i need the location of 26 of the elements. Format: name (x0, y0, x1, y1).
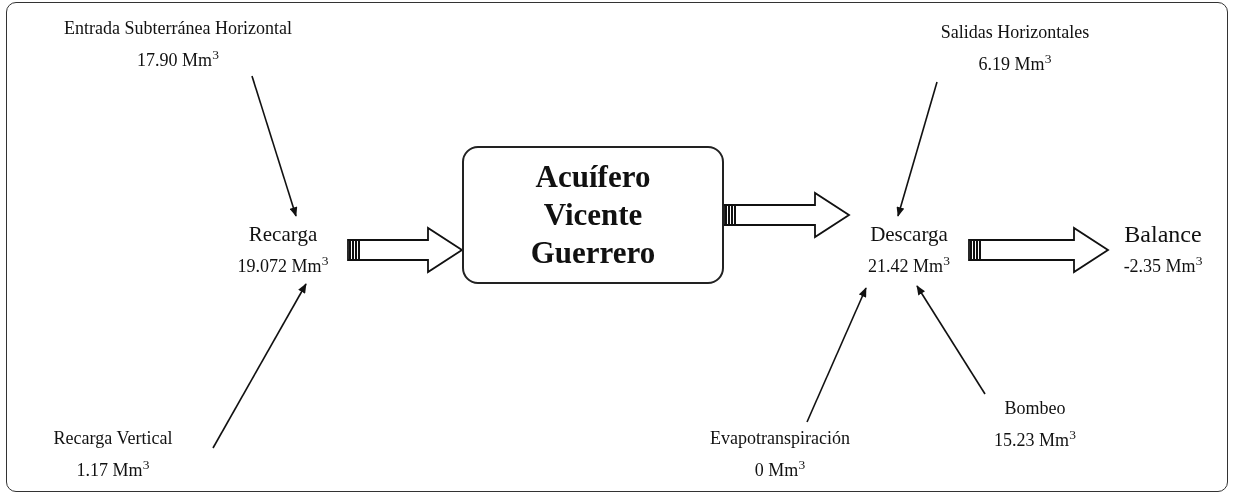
flow-label: Bombeo (1004, 397, 1066, 420)
flow-label: Salidas Horizontales (940, 21, 1090, 44)
flow-value: 17.90 Mm$^{3}$ (137, 46, 219, 72)
flow-label: Recarga (248, 221, 318, 248)
flow-value: -2.35 Mm$^{3}$ (1123, 252, 1203, 278)
flow-value: 19.072 Mm$^{3}$ (237, 252, 329, 278)
box-title: Acuífero Vicente Guerrero (529, 158, 657, 272)
arrow (212, 283, 307, 449)
arrow (251, 75, 298, 217)
flow-value: 1.17 Mm$^{3}$ (76, 456, 150, 482)
flow-label: Descarga (870, 221, 948, 248)
flow-label: Evapotranspiración (710, 427, 850, 450)
arrow (806, 287, 867, 423)
flow-value: 6.19 Mm$^{3}$ (978, 50, 1052, 76)
aquifer-box (462, 146, 724, 284)
block-arrow (968, 226, 1110, 274)
flow-label: Recarga Vertical (53, 427, 173, 450)
flow-value: 15.23 Mm$^{3}$ (994, 426, 1076, 452)
block-arrow (347, 226, 464, 274)
arrow (916, 285, 986, 395)
block-arrow (723, 191, 851, 239)
flow-label: Balance (1124, 220, 1202, 249)
arrow (896, 81, 938, 217)
flow-label: Entrada Subterránea Horizontal (64, 17, 292, 40)
flow-value: 0 Mm$^{3}$ (754, 456, 806, 482)
flow-value: 21.42 Mm$^{3}$ (868, 252, 950, 278)
